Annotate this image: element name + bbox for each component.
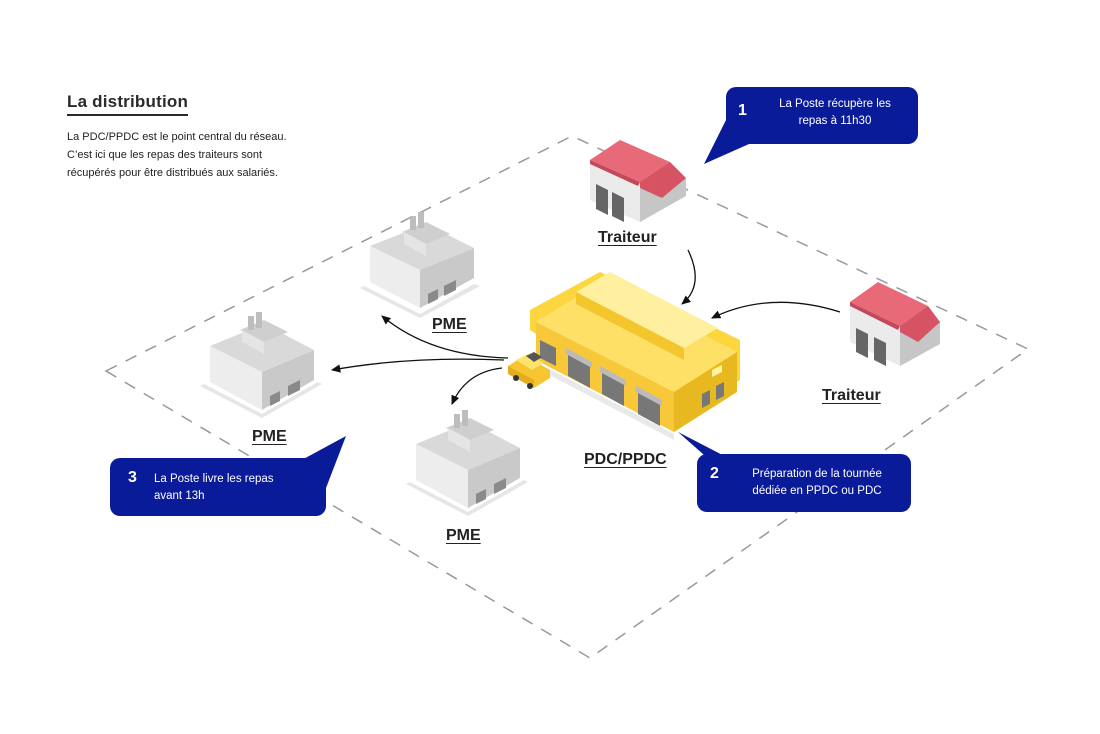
step-1-line: repas à 11h30 [798, 115, 872, 127]
label-traiteur-right: Traiteur [822, 387, 881, 404]
delivery-car [508, 352, 550, 389]
step-2-bubble: 2 Préparation de la tournée dédiée en PP… [697, 454, 911, 512]
step-3-number: 3 [128, 469, 137, 486]
arrow-hub-to-pme-top [381, 315, 509, 359]
intro-line: récupérés pour être distribués aux salar… [67, 167, 278, 179]
intro-line: C’est ici que les repas des traiteurs so… [67, 149, 263, 161]
step-3-line: avant 13h [154, 490, 205, 502]
step-2-number: 2 [710, 465, 719, 482]
pme-building-top [360, 212, 480, 318]
area-boundary [104, 135, 1030, 659]
pdc-ppdc-building [530, 272, 740, 440]
arrow-traiteur-top-to-hub [681, 249, 696, 305]
step-1-line: La Poste récupère les [779, 98, 891, 110]
arrow-hub-to-pme-left [330, 358, 505, 373]
traiteur-building-right [850, 282, 940, 366]
label-pdc-ppdc: PDC/PPDC [584, 451, 667, 468]
arrow-hub-to-pme-bottom [451, 367, 503, 405]
step-1-bubble: 1 La Poste récupère les repas à 11h30 [726, 87, 918, 144]
arrow-traiteur-right-to-hub [711, 301, 841, 319]
page-title: La distribution [67, 92, 189, 116]
label-pme-top: PME [432, 316, 467, 333]
step-2-line: Préparation de la tournée [752, 468, 882, 480]
step-3-line: La Poste livre les repas [154, 473, 274, 485]
traiteur-building-top [590, 140, 686, 222]
step-3-bubble: 3 La Poste livre les repas avant 13h [110, 458, 326, 516]
intro-line: La PDC/PPDC est le point central du rése… [67, 131, 287, 143]
label-pme-bottom: PME [446, 527, 481, 544]
label-traiteur-top: Traiteur [598, 229, 657, 246]
step-1-number: 1 [738, 102, 747, 119]
pme-building-bottom [406, 410, 528, 516]
label-pme-left: PME [252, 428, 287, 445]
step-2-line: dédiée en PPDC ou PDC [752, 485, 882, 497]
intro-text: La PDC/PPDC est le point central du rése… [67, 128, 357, 182]
pme-building-left [200, 312, 322, 418]
